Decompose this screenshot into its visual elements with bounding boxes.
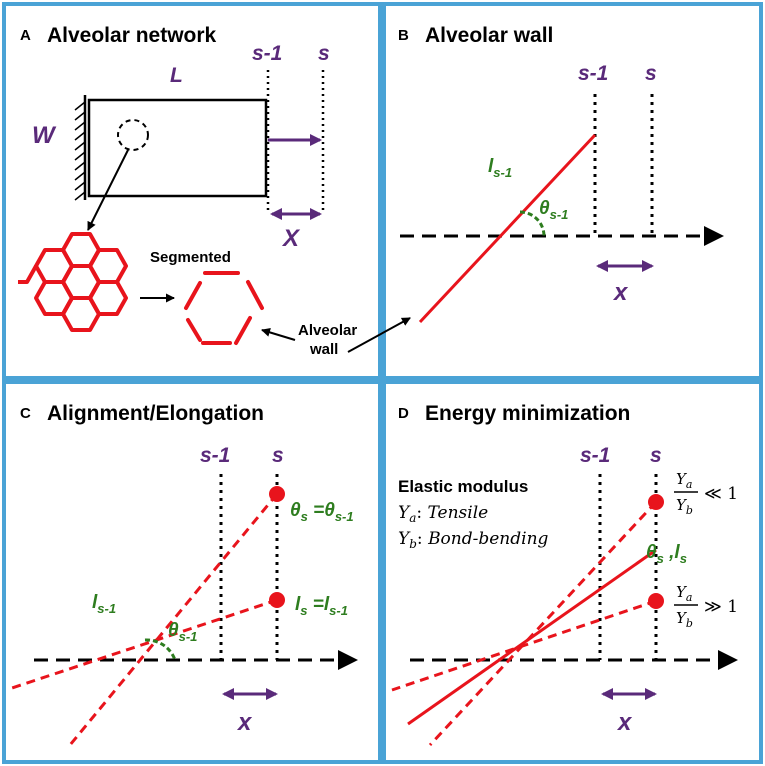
ratio-top: Ya Yb ≪ 1	[674, 470, 738, 517]
optimal-wall	[407, 548, 657, 726]
alveolar-wall-arrow-right	[347, 317, 411, 353]
svg-text:Ya: Ya	[676, 583, 692, 604]
steep-endpoint	[648, 494, 664, 510]
panel-a-label-L: L	[170, 64, 183, 87]
svg-text:Yb: Yb	[676, 609, 693, 630]
panel-b-title: Alveolar wall	[425, 24, 553, 47]
svg-text:Ya: Ya	[676, 470, 692, 491]
panel-d-elastic-label: Elastic modulus	[398, 477, 528, 496]
x-axis-arrowhead	[704, 226, 724, 246]
panel-c-label-theta: θs-1	[168, 620, 197, 644]
panel-c-label-x: x	[236, 709, 253, 736]
svg-text:≪ 1: ≪ 1	[704, 484, 738, 504]
panel-a-letter: A	[20, 27, 31, 44]
panel-c-label-l: ls-1	[92, 592, 116, 616]
alveolar-wall-arrow-left	[261, 328, 296, 341]
theta-arc	[144, 638, 177, 661]
fixed-wall-hatch	[74, 95, 87, 201]
panel-a-label-W: W	[32, 122, 57, 149]
panel-a-label-X: X	[281, 225, 301, 252]
shallow-endpoint	[648, 593, 664, 609]
panel-b-label-theta: θs-1	[539, 198, 568, 222]
aligned-wall	[68, 493, 279, 746]
panel-a-alveolar-wall-label-1: Alveolar	[298, 322, 357, 339]
panel-b-label-s1: s-1	[578, 62, 608, 85]
panel-b-label-s: s	[645, 62, 657, 85]
panel-a-alveolar-wall-label-2: wall	[309, 341, 338, 358]
shallow-wall	[391, 599, 657, 692]
panel-d-label-s1: s-1	[580, 444, 610, 467]
elongated-wall	[11, 598, 278, 690]
panel-a-frame	[2, 2, 382, 380]
panel-a-label-s: s	[318, 42, 330, 65]
panel-a-title: Alveolar network	[47, 24, 217, 47]
panel-d-letter: D	[398, 405, 409, 422]
panel-d-label-x: x	[616, 709, 633, 736]
honeycomb-network	[18, 232, 128, 332]
panel-c-theta-eq: θs =θs-1	[290, 500, 354, 524]
segmented-hexagon	[184, 271, 264, 345]
x-axis-arrowhead	[338, 650, 358, 670]
panel-b: B Alveolar wall s-1 s ls-1 θs-1 x	[398, 24, 724, 324]
alveolar-wall-segment	[418, 133, 597, 324]
panel-b-label-l: ls-1	[488, 156, 512, 180]
x-axis-arrowhead	[718, 650, 738, 670]
panel-c-label-s: s	[272, 444, 284, 467]
panel-b-label-x: x	[612, 279, 629, 306]
elongated-endpoint	[269, 592, 285, 608]
svg-text:Yb: Yb	[676, 496, 693, 517]
network-sheet	[87, 98, 268, 198]
panel-a-label-s1: s-1	[252, 42, 282, 65]
panel-d-title: Energy minimization	[425, 402, 630, 425]
panel-d-theta-l: θs ,ls	[646, 542, 687, 566]
zoom-arrow	[87, 149, 129, 231]
panel-d-yb-label: Yb: Bond-bending	[398, 529, 549, 551]
svg-text:≫ 1: ≫ 1	[704, 597, 738, 617]
aligned-endpoint	[269, 486, 285, 502]
panel-c-title: Alignment/Elongation	[47, 402, 264, 425]
panel-a: A Alveolar network s-1 s L W	[18, 24, 411, 358]
steep-wall	[428, 500, 658, 747]
panel-d-label-s: s	[650, 444, 662, 467]
panel-d-frame	[382, 380, 763, 764]
panel-c: C Alignment/Elongation s-1 s θs =θs-1 ls…	[11, 402, 358, 746]
theta-arc	[519, 210, 546, 237]
zoom-circle	[117, 119, 149, 151]
ratio-bottom: Ya Yb ≫ 1	[674, 583, 738, 630]
panel-b-frame	[382, 2, 763, 380]
panel-d-ya-label: Ya: Tensile	[398, 503, 488, 525]
panel-c-frame	[2, 380, 382, 764]
panel-c-l-eq: ls =ls-1	[295, 594, 348, 618]
panel-c-letter: C	[20, 405, 31, 422]
panel-a-segmented-label: Segmented	[150, 249, 231, 266]
panel-d: D Energy minimization s-1 s Elastic modu…	[391, 402, 738, 747]
panel-b-letter: B	[398, 27, 409, 44]
panel-c-label-s1: s-1	[200, 444, 230, 467]
